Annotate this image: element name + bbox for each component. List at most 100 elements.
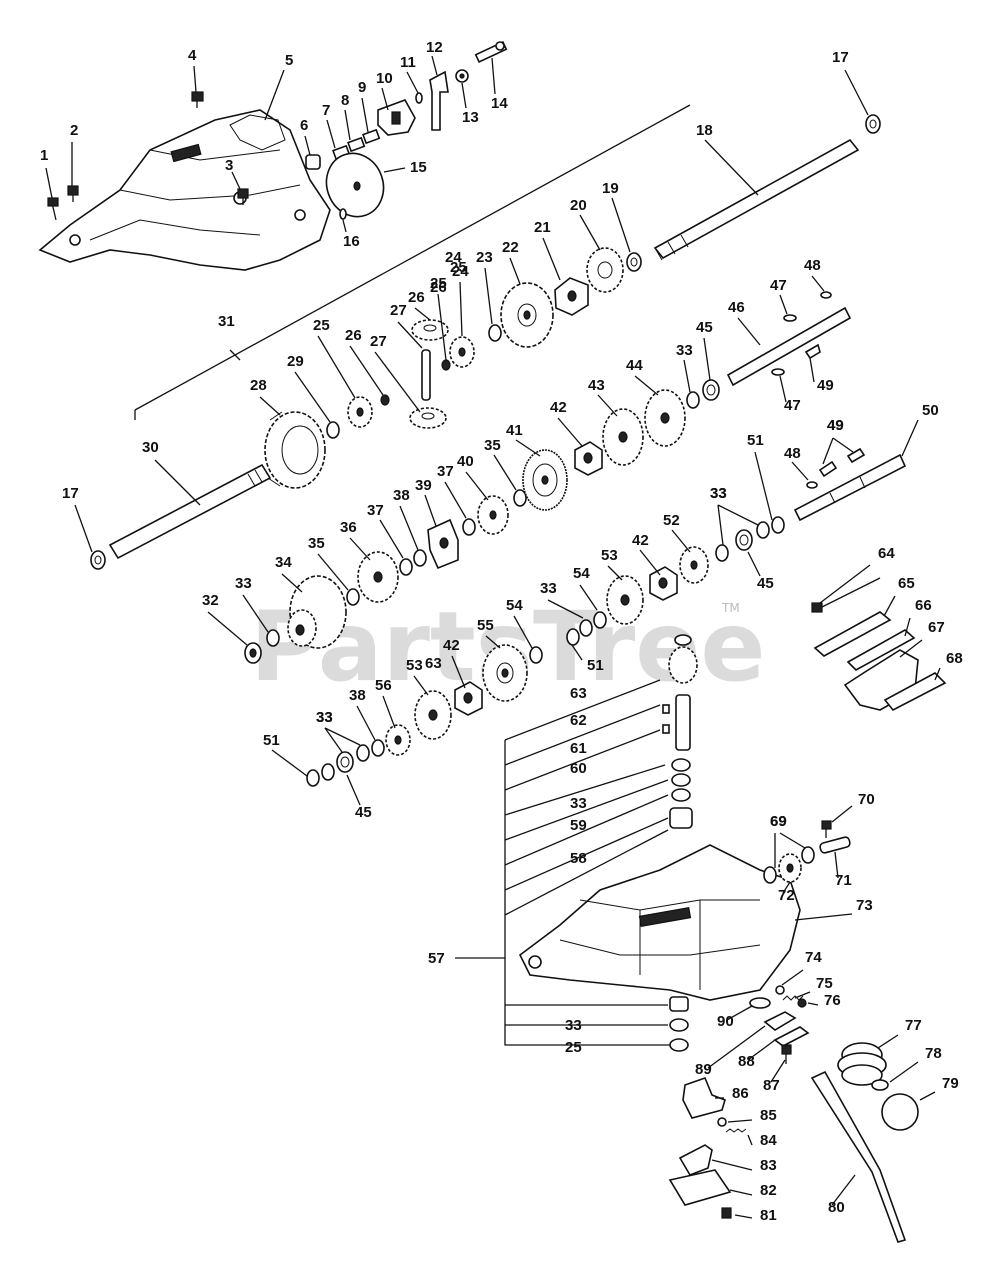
leader-line bbox=[671, 529, 691, 553]
leader-line bbox=[634, 375, 659, 396]
gear-part-63 bbox=[668, 646, 698, 684]
callout-46: 46 bbox=[728, 299, 745, 316]
shift-fork-part-10 bbox=[377, 99, 416, 136]
ball-part-48-b bbox=[806, 481, 818, 489]
callout-33: 33 bbox=[316, 709, 333, 726]
leader-line bbox=[747, 1039, 776, 1061]
callout-30: 30 bbox=[142, 439, 159, 456]
callout-38: 38 bbox=[349, 687, 366, 704]
nut-part-13 bbox=[455, 69, 469, 83]
leader-line bbox=[919, 1091, 936, 1101]
callout-82: 82 bbox=[760, 1182, 777, 1199]
washer-part-33-h bbox=[671, 788, 691, 802]
leader-line bbox=[703, 337, 711, 381]
leader-line bbox=[493, 454, 517, 491]
bevel-gear-part-41 bbox=[522, 449, 568, 511]
leader-line bbox=[770, 1059, 786, 1083]
bolt-part-1 bbox=[47, 197, 59, 221]
callout-13: 13 bbox=[462, 109, 479, 126]
brake-pad-part-65 bbox=[813, 611, 892, 657]
pin-part-49-b bbox=[818, 460, 838, 478]
leader-line bbox=[356, 705, 376, 741]
callout-48: 48 bbox=[784, 445, 801, 462]
callout-63: 63 bbox=[570, 685, 587, 702]
leader-line bbox=[344, 109, 351, 141]
leader-line bbox=[397, 321, 423, 349]
gear-part-36 bbox=[357, 551, 399, 603]
callout-72: 72 bbox=[778, 887, 795, 904]
washer-part-37-a bbox=[399, 558, 413, 576]
washer-part-38-a bbox=[413, 549, 427, 567]
leader-line bbox=[832, 437, 854, 453]
washer-part-17-top bbox=[865, 114, 881, 134]
leader-line bbox=[779, 832, 806, 849]
pin-part-49-c bbox=[846, 447, 866, 464]
pin-part-27 bbox=[421, 349, 431, 401]
spring-part-84 bbox=[725, 1128, 747, 1133]
washer-part-37-b bbox=[462, 518, 476, 536]
bracket-part-83 bbox=[678, 1144, 713, 1176]
bolt-part-2 bbox=[67, 185, 79, 202]
leader-line bbox=[899, 639, 923, 658]
collar-part-42-c bbox=[454, 681, 483, 716]
callout-40: 40 bbox=[457, 453, 474, 470]
washer-part-51-b bbox=[566, 628, 580, 646]
bolt-part-81 bbox=[721, 1207, 732, 1219]
callout-42: 42 bbox=[632, 532, 649, 549]
gear-part-52 bbox=[679, 546, 709, 584]
callout-60: 60 bbox=[570, 760, 587, 777]
washer-part-33-f bbox=[356, 744, 370, 762]
collar-part-6 bbox=[305, 154, 321, 170]
callout-84: 84 bbox=[760, 1132, 777, 1149]
bushing-part-45-b bbox=[735, 529, 753, 551]
bolt-part-4 bbox=[191, 91, 204, 108]
plate-part-88 bbox=[773, 1026, 810, 1047]
washer-part-25-bottom bbox=[669, 1038, 689, 1052]
gear-part-43 bbox=[602, 408, 644, 466]
collar-part-42-a bbox=[574, 441, 603, 476]
leader-line bbox=[747, 1134, 753, 1146]
leader-line bbox=[934, 667, 941, 681]
callout-9: 9 bbox=[358, 79, 366, 96]
callout-32: 32 bbox=[202, 592, 219, 609]
callout-48: 48 bbox=[804, 257, 821, 274]
pinion-part-24-lower bbox=[347, 396, 373, 428]
washer-part-23 bbox=[488, 324, 502, 342]
leader-line bbox=[424, 494, 437, 527]
callout-1: 1 bbox=[40, 147, 48, 164]
callout-74: 74 bbox=[805, 949, 822, 966]
shaft-part-62 bbox=[675, 694, 691, 751]
callout-38: 38 bbox=[393, 487, 410, 504]
leader-line bbox=[484, 267, 493, 325]
callout-75: 75 bbox=[816, 975, 833, 992]
leader-line bbox=[207, 611, 248, 646]
leader-line bbox=[381, 87, 389, 111]
bushing-part-57-bottom bbox=[669, 996, 689, 1012]
callout-37: 37 bbox=[367, 502, 384, 519]
leader-line bbox=[611, 197, 631, 253]
gear-part-20 bbox=[586, 247, 624, 293]
brake-lever-part-68 bbox=[883, 672, 947, 712]
washer-part-33-b bbox=[686, 391, 700, 409]
detent-part-90 bbox=[749, 997, 771, 1009]
shaft-part-18 bbox=[653, 138, 860, 261]
callout-31: 31 bbox=[218, 313, 235, 330]
washer-part-33-c bbox=[756, 521, 770, 539]
cluster-gear-part-34 bbox=[287, 575, 347, 649]
leader-line bbox=[45, 167, 53, 199]
callout-33: 33 bbox=[570, 795, 587, 812]
callout-71: 71 bbox=[835, 872, 852, 889]
ring-gear-part-28 bbox=[264, 411, 326, 489]
callout-33: 33 bbox=[316, 709, 333, 726]
brake-pad-part-66 bbox=[846, 629, 916, 671]
leader-line bbox=[294, 371, 331, 423]
leader-line bbox=[822, 437, 834, 465]
callout-65: 65 bbox=[898, 575, 915, 592]
leader-line bbox=[264, 69, 285, 121]
leader-line bbox=[413, 675, 429, 696]
leader-line bbox=[154, 459, 201, 506]
callout-67: 67 bbox=[928, 619, 945, 636]
callout-58: 58 bbox=[570, 850, 587, 867]
callout-63: 63 bbox=[425, 655, 442, 672]
washer-part-51-c bbox=[306, 769, 320, 787]
